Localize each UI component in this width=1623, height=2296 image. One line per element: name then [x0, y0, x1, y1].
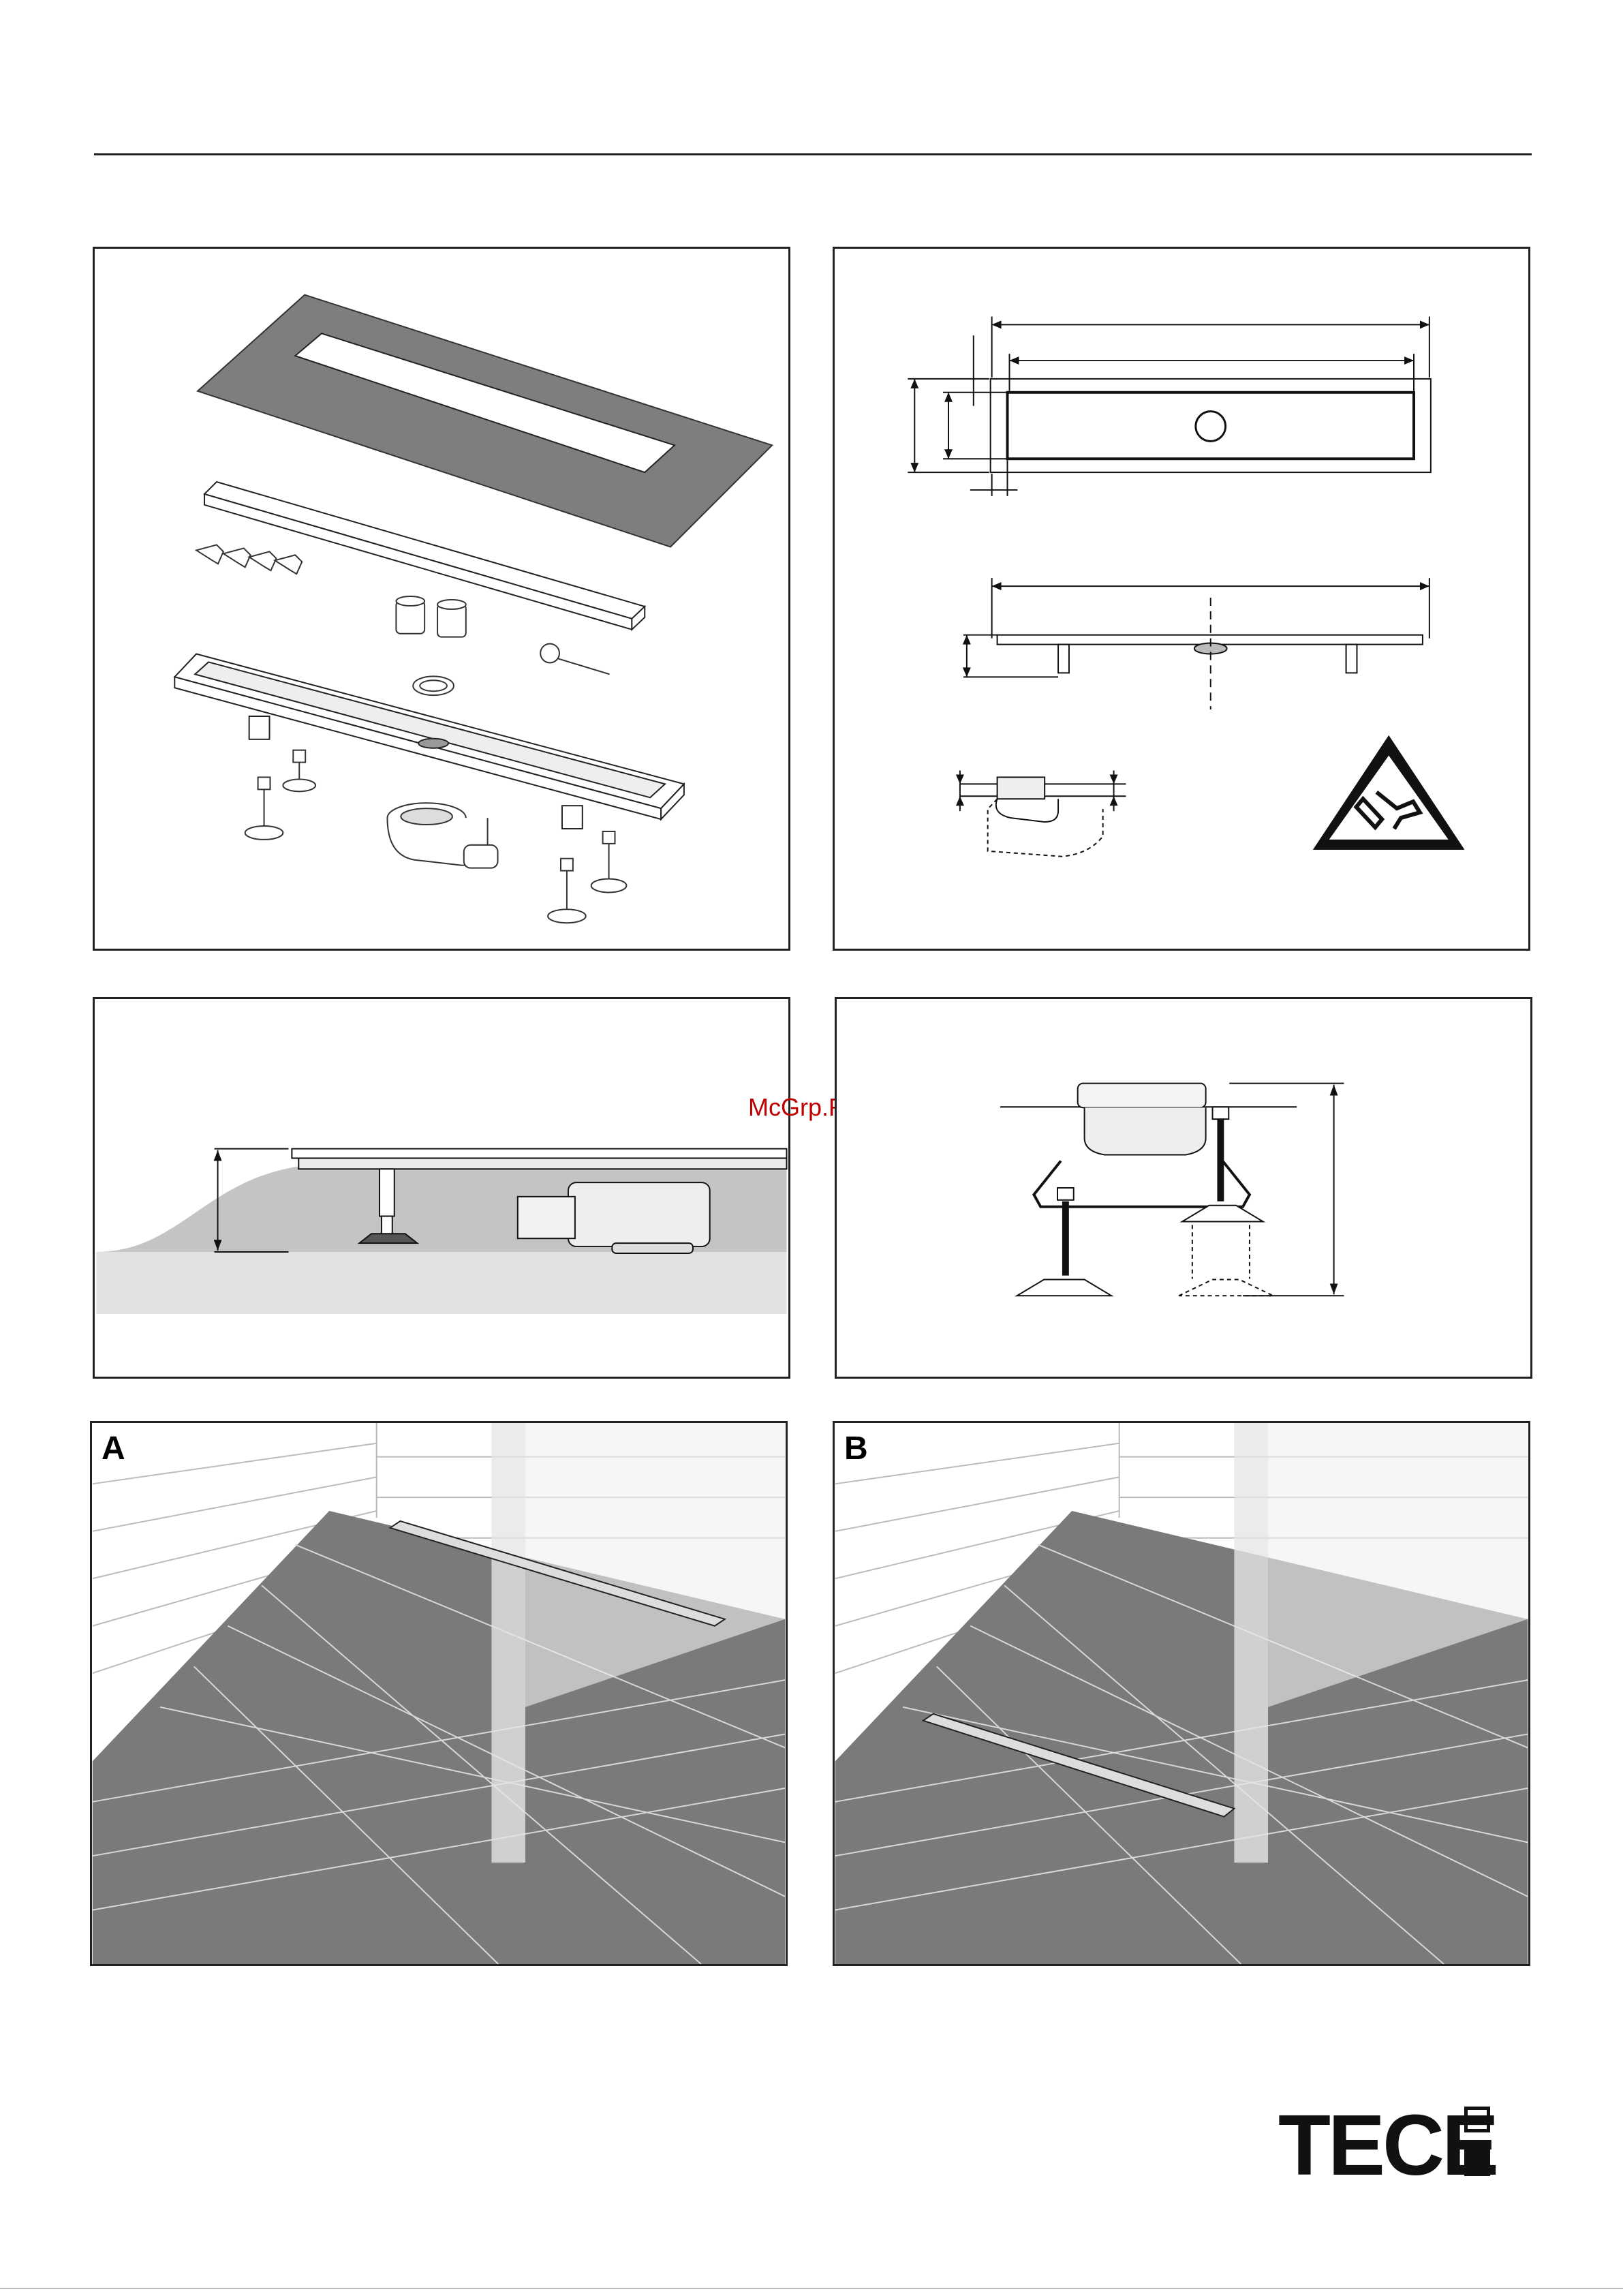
height-adjustment-panel	[93, 997, 790, 1379]
header-rule	[94, 153, 1532, 155]
exploded-parts-illustration	[95, 249, 788, 949]
logo-square-filled-icon	[1464, 2146, 1490, 2176]
tece-logo: TECE	[1278, 2105, 1537, 2180]
leg-detail-panel	[835, 997, 1532, 1379]
leg-detail-illustration	[837, 999, 1530, 1377]
dimensions-illustration	[835, 249, 1528, 949]
installation-a-panel: A	[90, 1421, 788, 1966]
logo-square-outline-icon	[1464, 2107, 1490, 2132]
installation-b-panel: B	[833, 1421, 1530, 1966]
height-adjustment-illustration	[95, 999, 788, 1377]
footer-rule	[0, 2288, 1623, 2289]
cutting-hazard-warning-icon	[1313, 735, 1465, 850]
installation-b-illustration	[835, 1423, 1528, 1964]
installation-a-illustration	[92, 1423, 786, 1964]
exploded-parts-panel	[93, 247, 790, 951]
variant-label-b: B	[844, 1430, 868, 1467]
variant-label-a: A	[102, 1430, 125, 1467]
dimensions-panel	[833, 247, 1530, 951]
